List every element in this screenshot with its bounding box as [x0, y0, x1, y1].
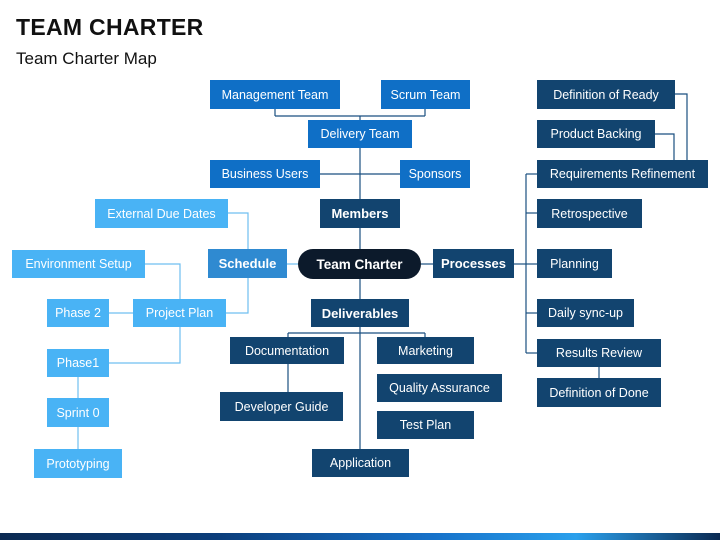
page-subtitle: Team Charter Map: [16, 49, 157, 68]
business-users-box[interactable]: Business Users: [210, 160, 320, 188]
definition-of-done-box[interactable]: Definition of Done: [537, 378, 661, 407]
page-title: TEAM CHARTER: [16, 14, 204, 40]
quality-assurance-box[interactable]: Quality Assurance: [377, 374, 502, 402]
phase-1-box[interactable]: Phase1: [47, 349, 109, 377]
definition-of-ready-box[interactable]: Definition of Ready: [537, 80, 675, 109]
project-plan-box[interactable]: Project Plan: [133, 299, 226, 327]
external-due-dates-box[interactable]: External Due Dates: [95, 199, 228, 228]
retrospective-box[interactable]: Retrospective: [537, 199, 642, 228]
test-plan-box[interactable]: Test Plan: [377, 411, 474, 439]
processes-box[interactable]: Processes: [433, 249, 514, 278]
sprint-0-box[interactable]: Sprint 0: [47, 398, 109, 427]
documentation-box[interactable]: Documentation: [230, 337, 344, 364]
connector-backing-refinement: [655, 133, 675, 160]
members-box[interactable]: Members: [320, 199, 400, 228]
prototyping-box[interactable]: Prototyping: [34, 449, 122, 478]
marketing-box[interactable]: Marketing: [377, 337, 474, 364]
scrum-team-box[interactable]: Scrum Team: [381, 80, 470, 109]
footer-bar: [0, 533, 720, 540]
planning-box[interactable]: Planning: [537, 249, 612, 278]
delivery-team-box[interactable]: Delivery Team: [308, 120, 412, 148]
management-team-box[interactable]: Management Team: [210, 80, 340, 109]
sponsors-box[interactable]: Sponsors: [400, 160, 470, 188]
schedule-box[interactable]: Schedule: [208, 249, 287, 278]
application-box[interactable]: Application: [312, 449, 409, 477]
team-charter-node[interactable]: Team Charter: [298, 249, 421, 279]
daily-sync-up-box[interactable]: Daily sync-up: [537, 299, 634, 327]
product-backing-box[interactable]: Product Backing: [537, 120, 655, 148]
phase-2-box[interactable]: Phase 2: [47, 299, 109, 327]
results-review-box[interactable]: Results Review: [537, 339, 661, 367]
connector-env-plan: [145, 263, 181, 299]
deliverables-box[interactable]: Deliverables: [311, 299, 409, 327]
environment-setup-box[interactable]: Environment Setup: [12, 250, 145, 278]
connector-ready-refinement: [675, 93, 688, 160]
connector-plan-phase1: [109, 327, 181, 364]
requirements-refinement-box[interactable]: Requirements Refinement: [537, 160, 708, 188]
developer-guide-box[interactable]: Developer Guide: [220, 392, 343, 421]
